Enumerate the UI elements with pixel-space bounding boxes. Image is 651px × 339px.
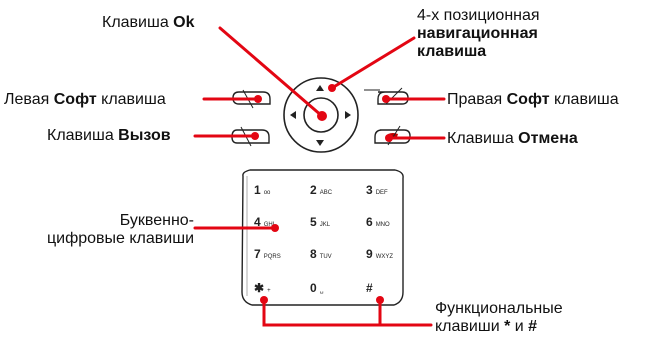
- dot-end: [385, 134, 393, 142]
- leader-lines: [193, 26, 446, 327]
- keypad-key-3-2: #: [366, 281, 373, 295]
- keypad-key-3-1: 0␣: [310, 281, 324, 295]
- label-alnum-keys: Буквенно- цифровые клавиши: [46, 212, 194, 247]
- leader-ok: [218, 26, 324, 118]
- label-call-key: Клавиша Вызов: [47, 127, 171, 144]
- leader-func: [262, 298, 433, 327]
- dot-right-soft: [382, 95, 390, 103]
- label-left-soft-key: Левая Софт клавиша: [4, 91, 166, 108]
- label-function-keys: Функциональные клавиши * и #: [435, 300, 563, 335]
- nav-arrow-right-icon: [345, 111, 351, 119]
- nav-arrow-left-icon: [290, 111, 296, 119]
- dot-hash: [376, 296, 384, 304]
- dot-ok: [317, 111, 327, 121]
- keypad-outline: [241, 169, 404, 306]
- label-ok-key: Клавиша Ok: [102, 14, 195, 31]
- label-nav-key: 4-х позиционная навигационная клавиша: [417, 7, 540, 60]
- dot-star: [260, 296, 268, 304]
- leader-nav: [330, 36, 416, 90]
- dot-alnum: [271, 224, 279, 232]
- dot-nav: [328, 84, 336, 92]
- end-key: [374, 125, 411, 146]
- label-right-soft-key: Правая Софт клавиша: [447, 91, 619, 108]
- navigation-pad: [283, 77, 359, 153]
- nav-arrow-down-icon: [316, 140, 324, 146]
- dot-left-soft: [254, 95, 262, 103]
- keypad-key-3-0: ✱+: [254, 281, 271, 295]
- navigation-ring: [283, 77, 359, 153]
- dot-call: [251, 132, 259, 140]
- label-end-key: Клавиша Отмена: [447, 130, 578, 147]
- ok-center-button: [303, 97, 339, 133]
- nav-arrow-up-icon: [316, 85, 324, 91]
